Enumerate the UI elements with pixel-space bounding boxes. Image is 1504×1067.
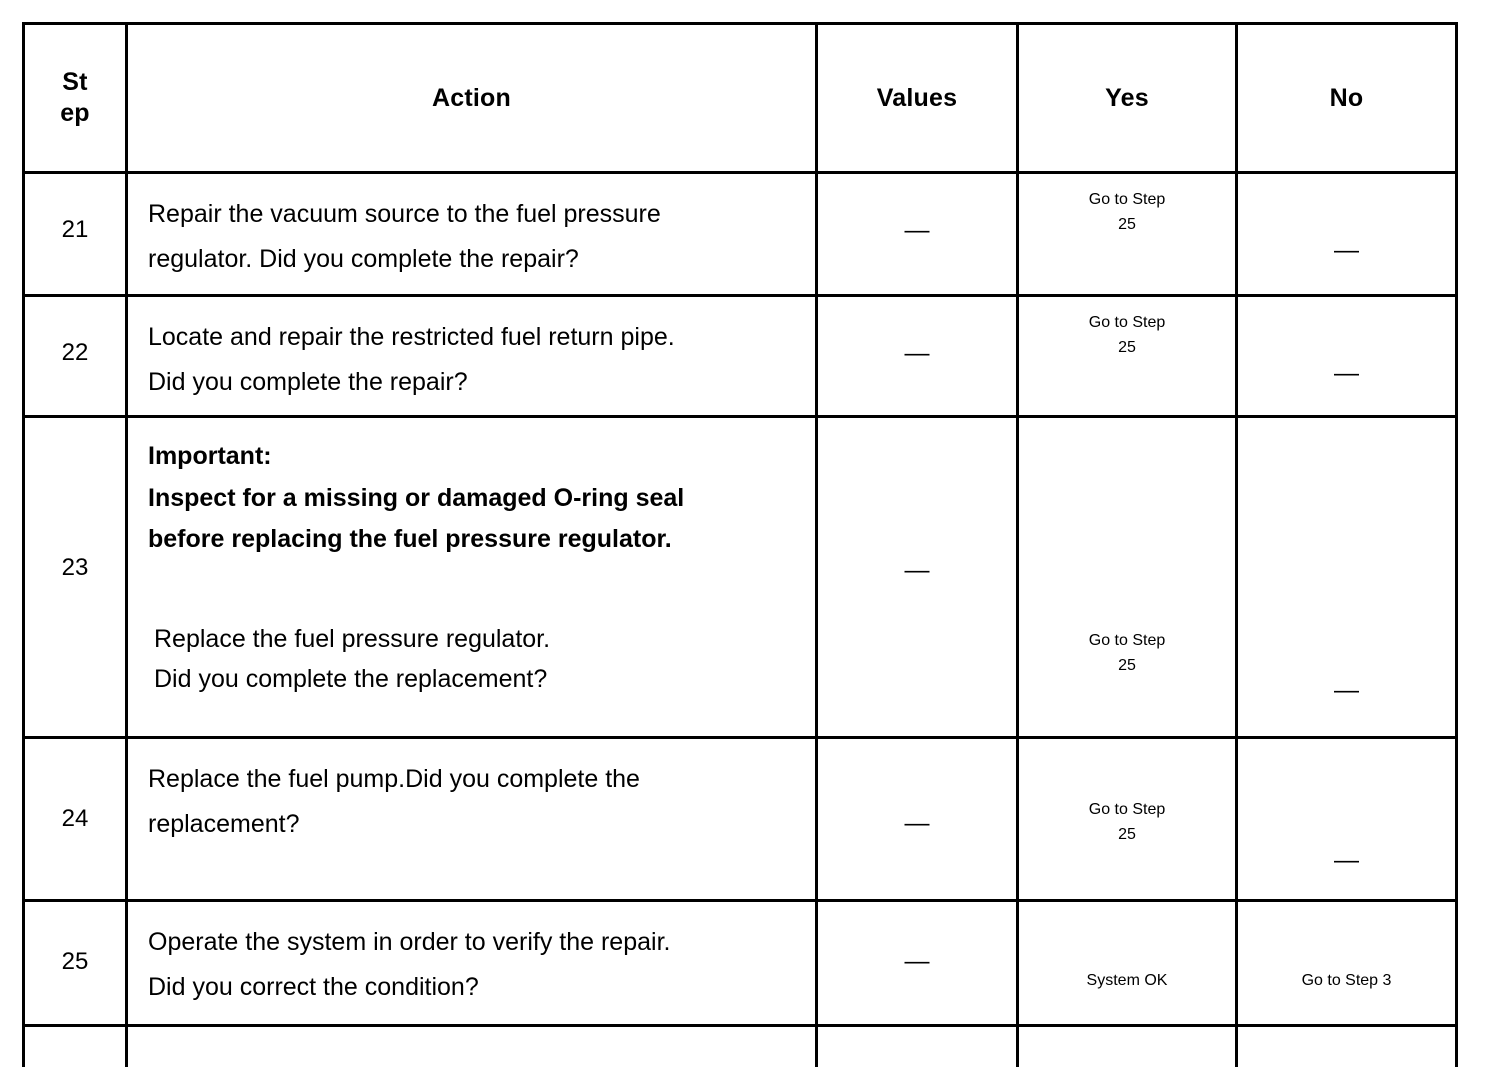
action-line: Replace the fuel pump.Did you complete t… [148, 757, 805, 802]
no-text: — [1334, 236, 1359, 265]
header-yes-label: Yes [1105, 81, 1149, 116]
header-action-label: Action [432, 81, 511, 116]
cell-values: — [817, 901, 1018, 1026]
values-text: — [905, 947, 930, 976]
header-cell-action: Action [127, 24, 817, 173]
cell-yes: Go to Step 25 [1018, 417, 1237, 738]
cell-values: — [817, 296, 1018, 417]
note-line: Inspect for a missing or damaged O-ring … [148, 478, 805, 520]
cell-step [24, 1026, 127, 1067]
cell-no: — [1237, 173, 1457, 296]
cell-values: — [817, 738, 1018, 901]
cell-yes: Go to Step 25 [1018, 738, 1237, 901]
header-cell-yes: Yes [1018, 24, 1237, 173]
cell-step: 24 [24, 738, 127, 901]
cell-no [1237, 1026, 1457, 1067]
action-line: replacement? [148, 802, 805, 847]
step-number: 24 [62, 805, 89, 833]
header-cell-step: St ep [24, 24, 127, 173]
cell-step: 21 [24, 173, 127, 296]
header-no-label: No [1330, 81, 1364, 116]
cell-action: Important: Inspect for a missing or dama… [127, 417, 817, 738]
cell-action: Locate and repair the restricted fuel re… [127, 296, 817, 417]
action-line: Locate and repair the restricted fuel re… [148, 315, 805, 360]
table-row: 23 Important: Inspect for a missing or d… [24, 417, 1457, 738]
cell-no: — [1237, 738, 1457, 901]
action-line: regulator. Did you complete the repair? [148, 237, 805, 282]
table-row: 22 Locate and repair the restricted fuel… [24, 296, 1457, 417]
yes-text-line1: Go to Step [1089, 629, 1166, 654]
no-text: — [1334, 359, 1359, 388]
step-number: 21 [62, 216, 89, 244]
table-row: 24 Replace the fuel pump.Did you complet… [24, 738, 1457, 901]
note-line: Important: [148, 436, 805, 478]
table-row: 21 Repair the vacuum source to the fuel … [24, 173, 1457, 296]
cell-no: — [1237, 417, 1457, 738]
cell-action: Repair the vacuum source to the fuel pre… [127, 173, 817, 296]
action-line: Did you correct the condition? [148, 965, 805, 1010]
yes-text-line2: 25 [1118, 213, 1136, 238]
cell-step: 25 [24, 901, 127, 1026]
yes-text-line1: Go to Step [1089, 311, 1166, 336]
yes-text-line1: System OK [1087, 972, 1168, 990]
yes-text-line1: Go to Step [1089, 798, 1166, 823]
yes-text-line2: 25 [1118, 823, 1136, 848]
header-cell-no: No [1237, 24, 1457, 173]
step-number: 25 [62, 948, 89, 976]
yes-text-line1: Go to Step [1089, 188, 1166, 213]
table-header-row: St ep Action Values Yes [24, 24, 1457, 173]
cell-step: 23 [24, 417, 127, 738]
no-text: Go to Step 3 [1302, 972, 1392, 990]
step-number: 23 [62, 554, 89, 582]
no-text: — [1334, 846, 1359, 875]
header-values-label: Values [877, 81, 957, 116]
values-text: — [905, 339, 930, 368]
header-step-line2: ep [60, 98, 90, 129]
diagnostic-steps-table: St ep Action Values Yes [22, 22, 1458, 1067]
cell-yes: Go to Step 25 [1018, 296, 1237, 417]
cell-values: — [817, 173, 1018, 296]
action-line: Replace the fuel pressure regulator. [154, 619, 805, 660]
values-text: — [905, 556, 930, 585]
action-line: Did you complete the replacement? [154, 659, 805, 700]
header-cell-values: Values [817, 24, 1018, 173]
cell-values: — [817, 417, 1018, 738]
cell-yes: System OK [1018, 901, 1237, 1026]
yes-text-line2: 25 [1118, 654, 1136, 679]
document-page: St ep Action Values Yes [0, 0, 1504, 1036]
cell-yes: Go to Step 25 [1018, 173, 1237, 296]
cell-action: Operate the system in order to verify th… [127, 901, 817, 1026]
values-text: — [905, 809, 930, 838]
values-text: — [905, 216, 930, 245]
cell-action [127, 1026, 817, 1067]
header-step-line1: St [62, 67, 87, 98]
action-line: Did you complete the repair? [148, 360, 805, 405]
cell-no: Go to Step 3 [1237, 901, 1457, 1026]
step-number: 22 [62, 339, 89, 367]
table-row-partial [24, 1026, 1457, 1067]
action-line: Operate the system in order to verify th… [148, 920, 805, 965]
important-note: Important: Inspect for a missing or dama… [148, 436, 805, 561]
note-spacer [148, 565, 805, 619]
cell-values [817, 1026, 1018, 1067]
action-line: Repair the vacuum source to the fuel pre… [148, 192, 805, 237]
cell-step: 22 [24, 296, 127, 417]
cell-action: Replace the fuel pump.Did you complete t… [127, 738, 817, 901]
cell-yes [1018, 1026, 1237, 1067]
yes-text-line2: 25 [1118, 336, 1136, 361]
cell-no: — [1237, 296, 1457, 417]
table-row: 25 Operate the system in order to verify… [24, 901, 1457, 1026]
note-line: before replacing the fuel pressure regul… [148, 519, 805, 561]
no-text: — [1334, 676, 1359, 705]
